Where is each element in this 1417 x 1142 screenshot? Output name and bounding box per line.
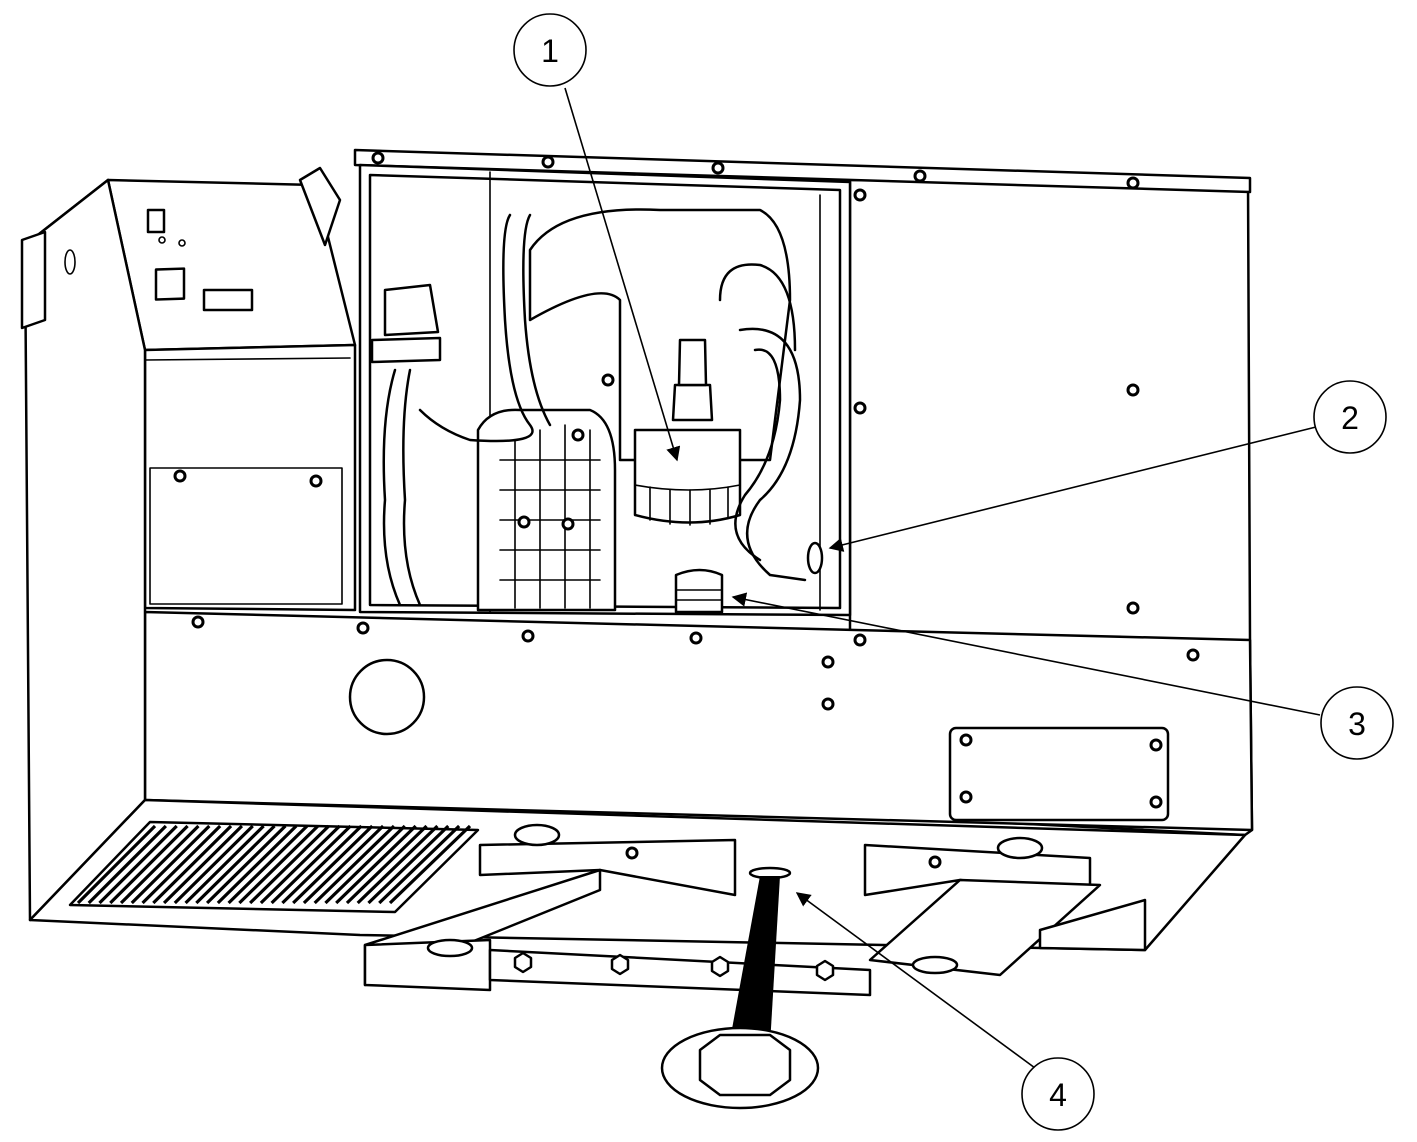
bolt-icon xyxy=(928,855,942,869)
bolt-icon xyxy=(1126,601,1140,615)
grille-slats xyxy=(76,824,472,905)
grille-slat xyxy=(335,824,417,905)
leader-line-4 xyxy=(795,892,1036,1069)
grille-slat xyxy=(195,824,276,905)
grille-slat xyxy=(302,824,385,905)
grille-slat xyxy=(324,824,406,905)
bolt-icon xyxy=(821,655,835,669)
grille-slat xyxy=(367,824,450,905)
grille-slat xyxy=(109,824,189,905)
callout-label-2: 2 xyxy=(1341,400,1359,436)
leader-line-2 xyxy=(828,426,1317,552)
bolt-icon xyxy=(689,631,703,645)
grille-slat xyxy=(216,824,298,905)
bolt-icon xyxy=(309,474,323,488)
grille-slat xyxy=(345,824,428,905)
grille-slat xyxy=(378,824,461,905)
bolt-icon xyxy=(913,169,927,183)
bolt-icon xyxy=(853,401,867,415)
callout-1: 1 xyxy=(513,13,681,462)
bolt-icon xyxy=(821,697,835,711)
grille-slat xyxy=(313,824,396,905)
callouts: 1 2 3 4 xyxy=(513,13,1394,1131)
grille-slat xyxy=(130,824,211,905)
grille-slat xyxy=(270,824,352,905)
callout-circle-4 xyxy=(1021,1057,1095,1131)
grille-slat xyxy=(292,824,374,905)
bolt-icon xyxy=(517,515,531,529)
leader-line-3 xyxy=(731,592,1321,716)
grille-slat xyxy=(141,824,222,905)
bolt-icon xyxy=(711,161,725,175)
grille-slat xyxy=(98,824,178,905)
leader-line-1 xyxy=(564,87,681,462)
bolt-icon xyxy=(561,517,575,531)
callout-circle-1 xyxy=(513,13,587,87)
bolt-icon xyxy=(625,846,639,860)
bolt-icon xyxy=(1149,738,1163,752)
callout-label-3: 3 xyxy=(1348,706,1366,742)
grille-slat xyxy=(281,824,363,905)
bolt-icon xyxy=(173,469,187,483)
grille-slat xyxy=(249,824,330,905)
callout-3: 3 xyxy=(731,592,1394,760)
callout-2: 2 xyxy=(828,380,1387,552)
bolt-icon xyxy=(601,373,615,387)
grille-slat xyxy=(87,824,167,905)
grille-slat xyxy=(205,824,287,905)
bolt-icon xyxy=(191,615,205,629)
grille-slat xyxy=(173,824,254,905)
grille-slat xyxy=(388,824,472,905)
bolt-icon xyxy=(959,790,973,804)
bolt-icon xyxy=(521,629,535,643)
bolt-icon xyxy=(1149,795,1163,809)
bolt-icon xyxy=(571,428,585,442)
grille-slat xyxy=(162,824,244,905)
callout-circle-3 xyxy=(1320,686,1394,760)
grille-slat xyxy=(184,824,265,905)
engine-internals xyxy=(370,208,824,614)
callout-label-1: 1 xyxy=(541,33,559,69)
grille-slat xyxy=(356,824,439,905)
bolt-icon xyxy=(541,155,555,169)
mounting-rails xyxy=(363,823,1147,1110)
grille-slat xyxy=(259,824,341,905)
bolt-icon xyxy=(1126,176,1140,190)
bolt-icon xyxy=(1186,648,1200,662)
grille-slat xyxy=(152,824,233,905)
bolt-icon xyxy=(371,151,385,165)
bolt-icon xyxy=(853,633,867,647)
bolt-icon xyxy=(853,188,867,202)
callout-circle-2 xyxy=(1313,380,1387,454)
callout-label-4: 4 xyxy=(1049,1077,1067,1113)
callout-4: 4 xyxy=(795,892,1095,1131)
grille-slat xyxy=(227,824,309,905)
grille-slat xyxy=(238,824,320,905)
grille-slat xyxy=(119,824,200,905)
bolt-icon xyxy=(959,733,973,747)
grille-slat xyxy=(76,824,157,905)
enclosure-bolts xyxy=(173,151,1200,869)
bolt-icon xyxy=(356,621,370,635)
bolt-icon xyxy=(1126,383,1140,397)
